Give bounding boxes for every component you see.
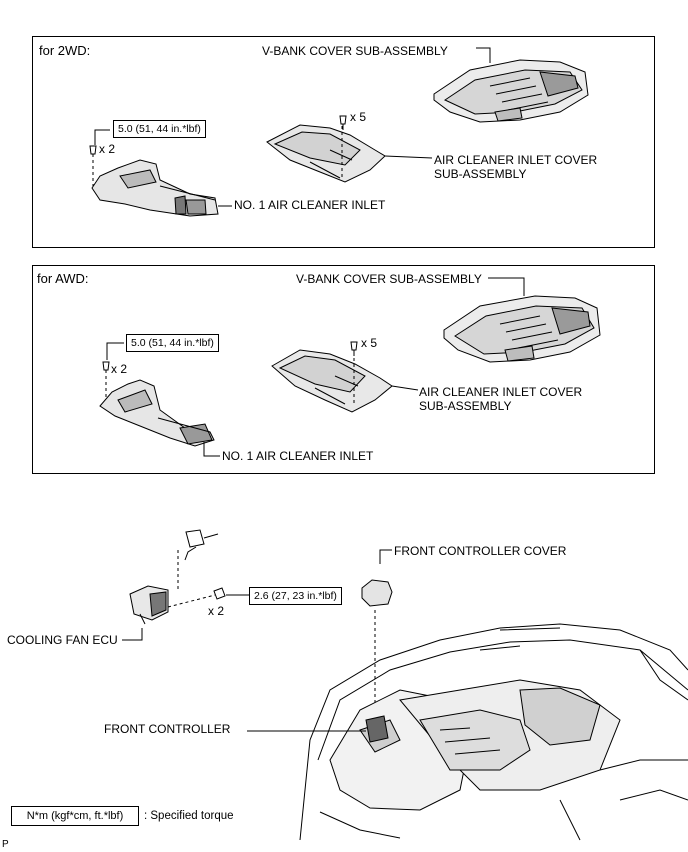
torque-legend-desc: : Specified torque — [144, 810, 234, 822]
bolt-count-x2-awd: x 2 — [111, 362, 128, 376]
panel-2wd-title: for 2WD: — [39, 43, 91, 58]
panel-awd-title: for AWD: — [37, 271, 89, 286]
cooling-fan-ecu-label: COOLING FAN ECU — [7, 633, 118, 647]
air-cleaner-inlet-2wd — [89, 129, 232, 217]
panel-awd — [32, 265, 655, 474]
panel-2wd — [32, 36, 655, 248]
vbank-cover-awd — [443, 277, 601, 363]
inlet-cover-label-awd-line2: SUB-ASSEMBLY — [419, 399, 512, 413]
torque-box-awd: 5.0 (51, 44 in.*lbf) — [126, 334, 219, 352]
front-controller-cover — [361, 549, 393, 716]
inlet-cover-label-2wd-line1: AIR CLEANER INLET COVER — [434, 153, 598, 167]
inlet-cover-awd — [271, 341, 419, 413]
inlet-cover-label-2wd-line2: SUB-ASSEMBLY — [434, 167, 527, 181]
corner-mark: P — [2, 839, 9, 850]
inlet-cover-label-awd-line1: AIR CLEANER INLET COVER — [419, 385, 583, 399]
vbank-cover-2wd — [433, 47, 589, 123]
air-cleaner-inlet-awd — [99, 342, 220, 457]
front-controller-cover-label: FRONT CONTROLLER COVER — [394, 544, 567, 558]
bolt-count-x2-ecu: x 2 — [208, 604, 225, 618]
inlet-cover-2wd — [266, 115, 433, 183]
torque-legend-box: N*m (kgf*cm, ft.*lbf) — [11, 806, 139, 826]
air-cleaner-inlet-label-2wd: NO. 1 AIR CLEANER INLET — [234, 198, 386, 212]
air-cleaner-inlet-label-awd: NO. 1 AIR CLEANER INLET — [222, 449, 374, 463]
vbank-cover-label-2wd: V-BANK COVER SUB-ASSEMBLY — [262, 44, 448, 58]
bolt-count-x2-2wd: x 2 — [99, 142, 116, 156]
vbank-cover-label-awd: V-BANK COVER SUB-ASSEMBLY — [296, 272, 482, 286]
bolt-count-x5-2wd: x 5 — [350, 110, 367, 124]
cooling-fan-ecu-assembly — [122, 529, 249, 641]
torque-box-ecu: 2.6 (27, 23 in.*lbf) — [249, 587, 342, 605]
front-controller-label: FRONT CONTROLLER — [104, 722, 231, 736]
bolt-count-x5-awd: x 5 — [361, 336, 378, 350]
engine-bay-illustration — [247, 623, 688, 841]
torque-box-2wd: 5.0 (51, 44 in.*lbf) — [113, 120, 206, 138]
